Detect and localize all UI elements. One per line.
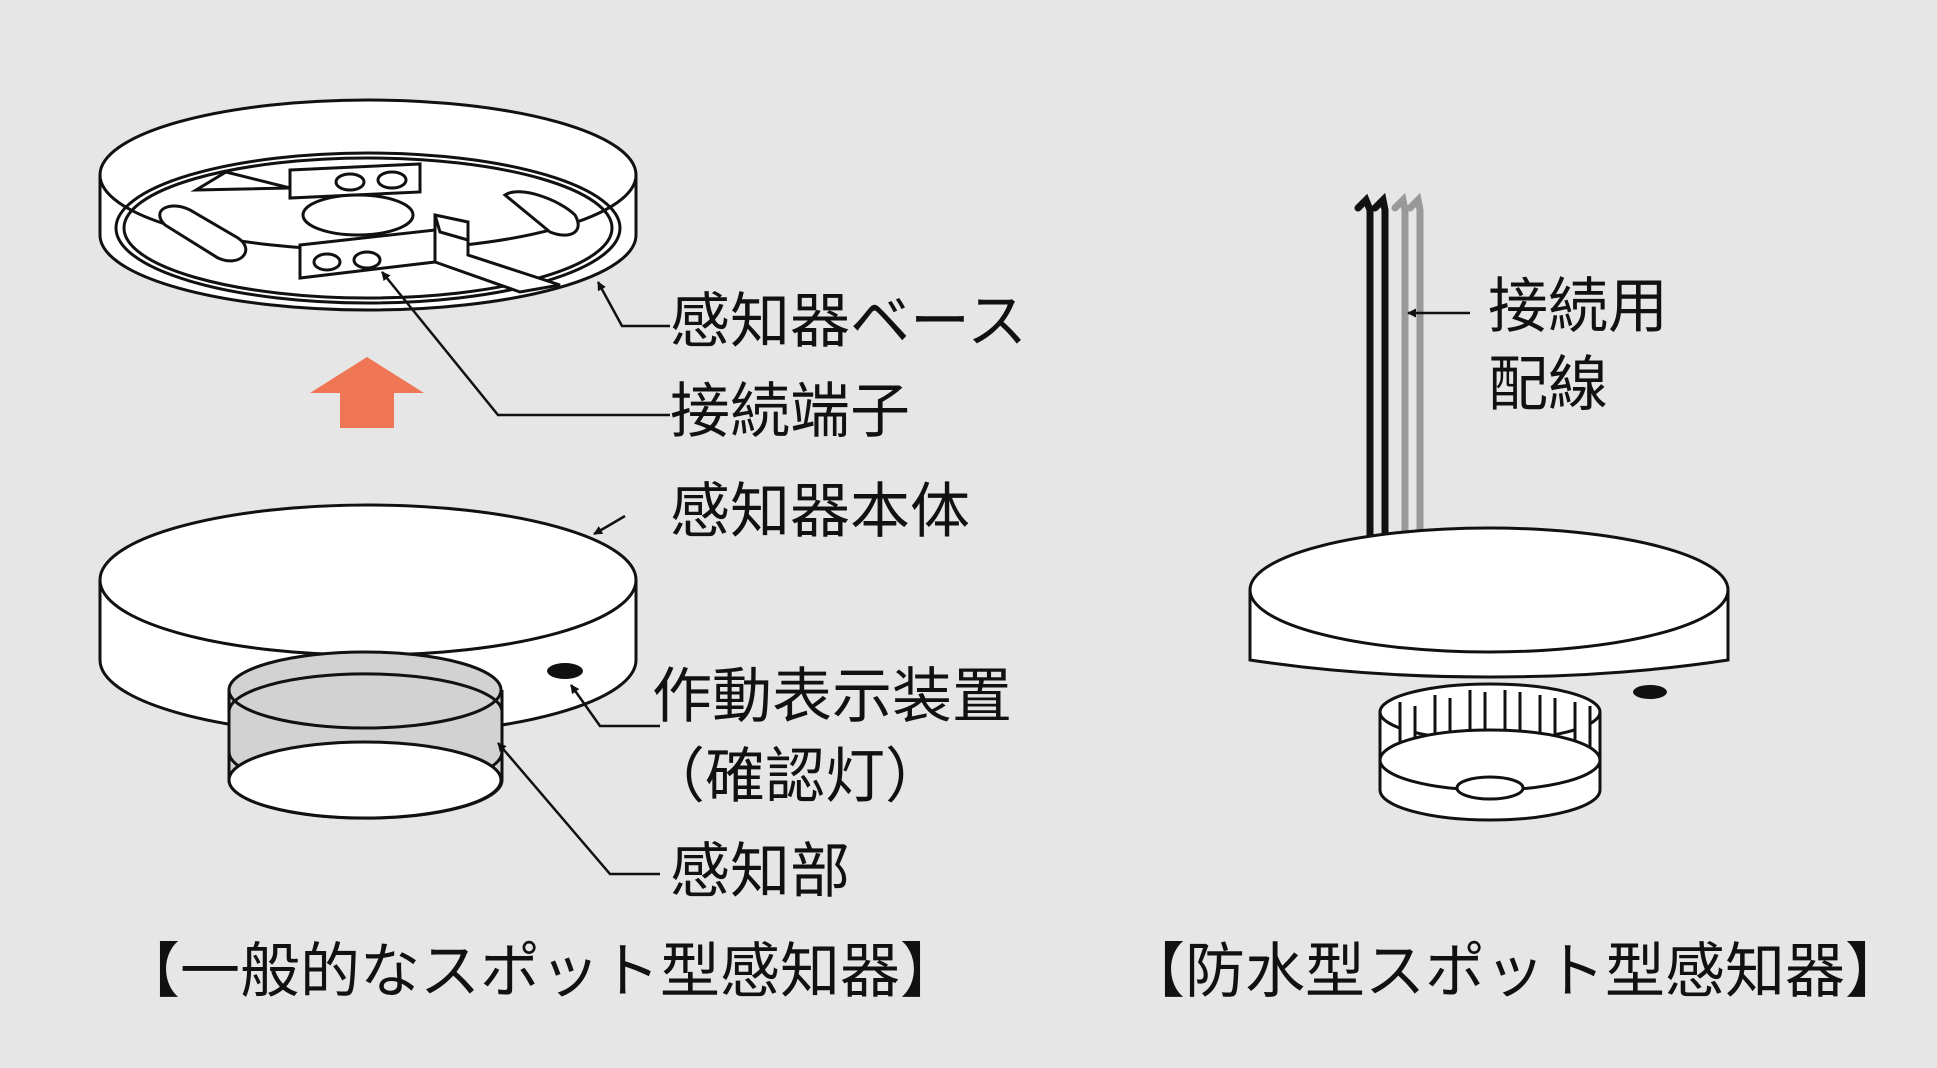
label-wiring-line1: 接続用	[1488, 272, 1668, 342]
leader-lines	[381, 271, 670, 876]
detector-base	[98, 98, 638, 312]
label-detector-body: 感知器本体	[670, 477, 970, 547]
arrow-up-icon	[310, 357, 424, 428]
label-indicator-line2: （確認灯）	[645, 742, 945, 812]
wire-black	[1354, 193, 1374, 544]
left-slot	[158, 204, 248, 263]
waterproof-detector: 接続用 配線 【防水型スポット型感知器】	[1125, 192, 1905, 1007]
leader-indicator	[569, 684, 660, 728]
label-detector-base: 感知器ベース	[670, 287, 1027, 357]
leader-terminal	[381, 271, 670, 417]
leader-base	[596, 281, 670, 328]
label-wiring-line2: 配線	[1488, 350, 1608, 420]
leader-body	[593, 514, 626, 536]
sensor-opening	[1455, 775, 1525, 801]
sensing-part	[227, 650, 504, 820]
label-connection-terminal: 接続端子	[670, 377, 910, 447]
right-slot	[502, 190, 580, 237]
connection-wires	[1354, 192, 1424, 544]
wire-gray	[1391, 192, 1409, 544]
caption-general-detector: 【一般的なスポット型感知器】	[120, 937, 960, 1007]
indicator-lamp	[547, 663, 583, 679]
sensor-cage	[1378, 682, 1602, 822]
indicator-lamp	[1633, 685, 1667, 699]
label-indicator-line1: 作動表示装置	[652, 662, 1012, 732]
wire-gray	[1406, 192, 1424, 544]
center-boss	[301, 193, 415, 237]
waterproof-body	[1248, 526, 1730, 679]
leader-sensor	[497, 742, 660, 876]
terminal-screw	[352, 250, 382, 270]
label-sensing-part: 感知部	[670, 837, 850, 907]
caption-waterproof-detector: 【防水型スポット型感知器】	[1125, 937, 1905, 1007]
general-detector: 感知器ベース 接続端子 感知器本体 作動表示装置 （確認灯） 感知部 【一般的な…	[98, 98, 1027, 1007]
base-tab	[433, 213, 561, 294]
terminal-screw	[312, 252, 342, 272]
wire-black	[1371, 192, 1389, 544]
